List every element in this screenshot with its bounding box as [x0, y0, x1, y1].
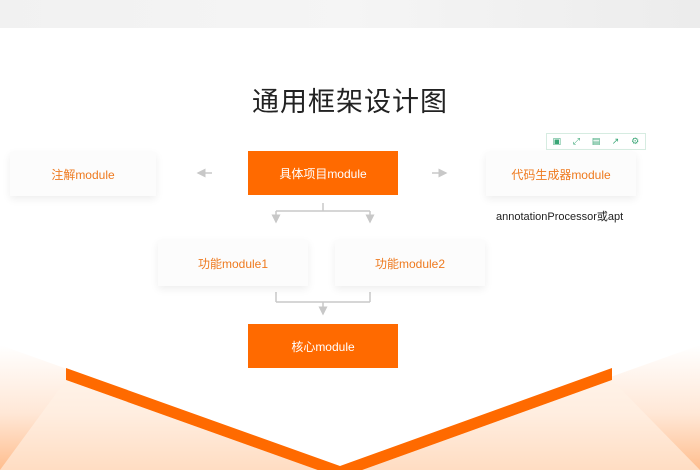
save-icon[interactable]: ▣	[552, 136, 562, 147]
download-icon[interactable]: ▤	[591, 136, 601, 147]
connector-features-core	[275, 292, 371, 316]
generator-note: annotationProcessor或apt	[496, 211, 624, 223]
diagram-toolbar: ▣ ⤢ ▤ ↗ ⚙	[546, 133, 646, 150]
top-bar	[0, 0, 700, 28]
node-generator: 代码生成器module	[486, 152, 636, 196]
node-feature1: 功能module1	[158, 240, 308, 286]
node-annotation: 注解module	[10, 152, 156, 196]
chevron-fill	[0, 380, 700, 470]
node-project: 具体项目module	[248, 151, 398, 195]
fullscreen-icon[interactable]: ⤢	[572, 136, 580, 147]
diagram-title: 通用框架设计图	[252, 87, 448, 117]
share-icon[interactable]: ↗	[611, 136, 620, 147]
node-feature2: 功能module2	[335, 240, 485, 286]
node-core: 核心module	[248, 324, 398, 368]
settings-icon[interactable]: ⚙	[631, 136, 640, 147]
connector-project-features	[271, 203, 375, 224]
chevron-band	[66, 368, 612, 470]
